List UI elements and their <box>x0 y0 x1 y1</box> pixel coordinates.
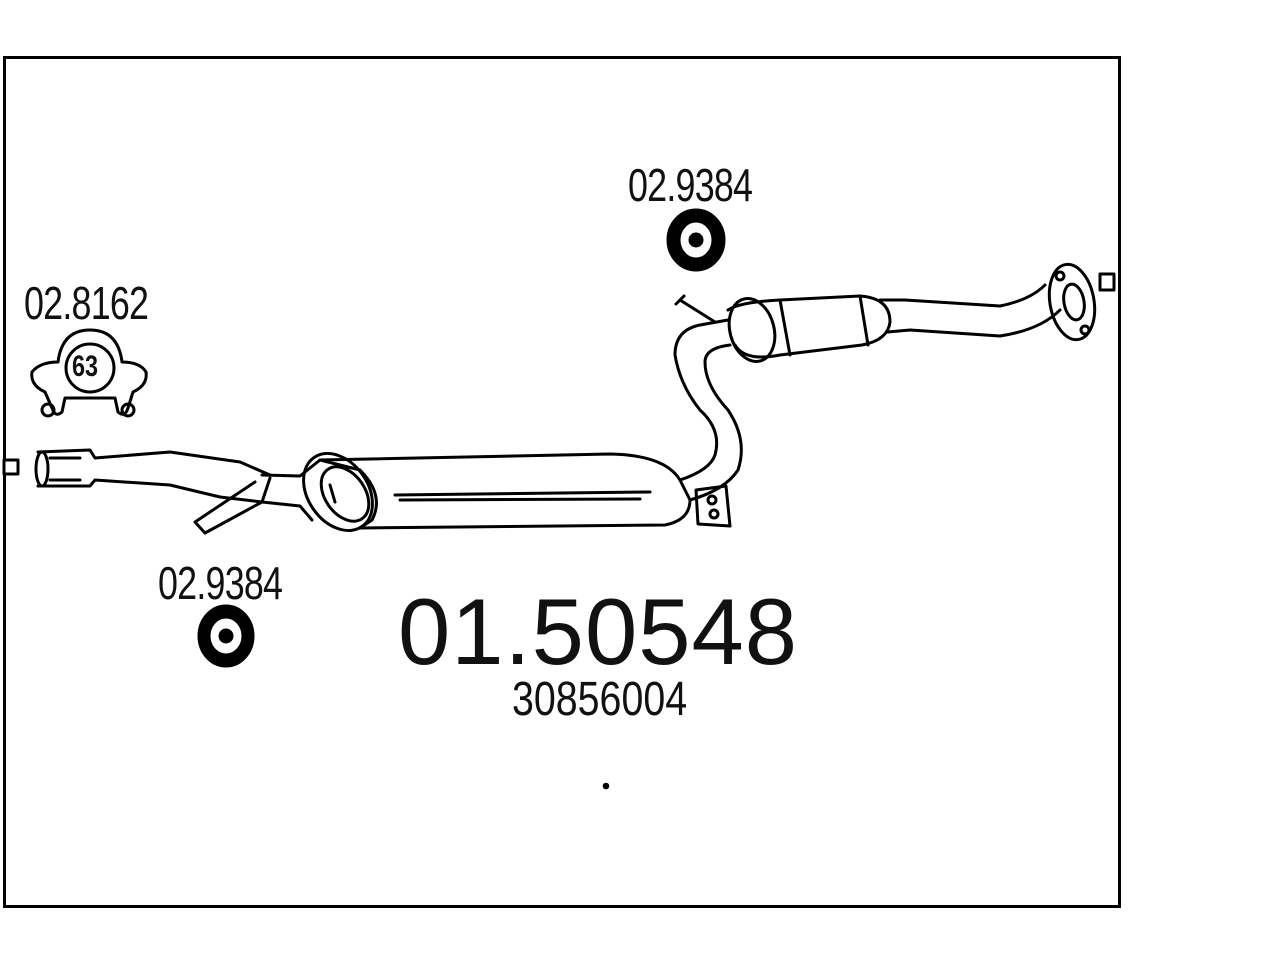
oem-number: 30856004 <box>512 673 688 726</box>
clamp-size-label: 63 <box>72 350 99 383</box>
clamp-icon <box>30 328 148 418</box>
stray-dot <box>602 782 610 790</box>
frame-tick-left <box>2 458 20 476</box>
rubber-hanger-top-icon <box>666 208 726 272</box>
mid-pipe <box>673 294 743 502</box>
hanger-bottom-part-number: 02.9384 <box>158 557 283 609</box>
front-flange <box>1047 262 1097 342</box>
rear-silencer <box>260 452 692 532</box>
pipe-bracket <box>694 484 732 528</box>
hanger-top-part-number: 02.9384 <box>628 159 753 211</box>
rubber-hanger-bottom-icon <box>197 604 255 668</box>
frame-tick-right <box>1098 272 1116 292</box>
diagram-frame <box>3 56 1121 908</box>
clamp-part-number: 02.8162 <box>24 277 149 329</box>
main-part-number: 01.50548 <box>398 579 799 684</box>
tailpipe <box>34 448 272 535</box>
front-silencer <box>726 283 1062 363</box>
